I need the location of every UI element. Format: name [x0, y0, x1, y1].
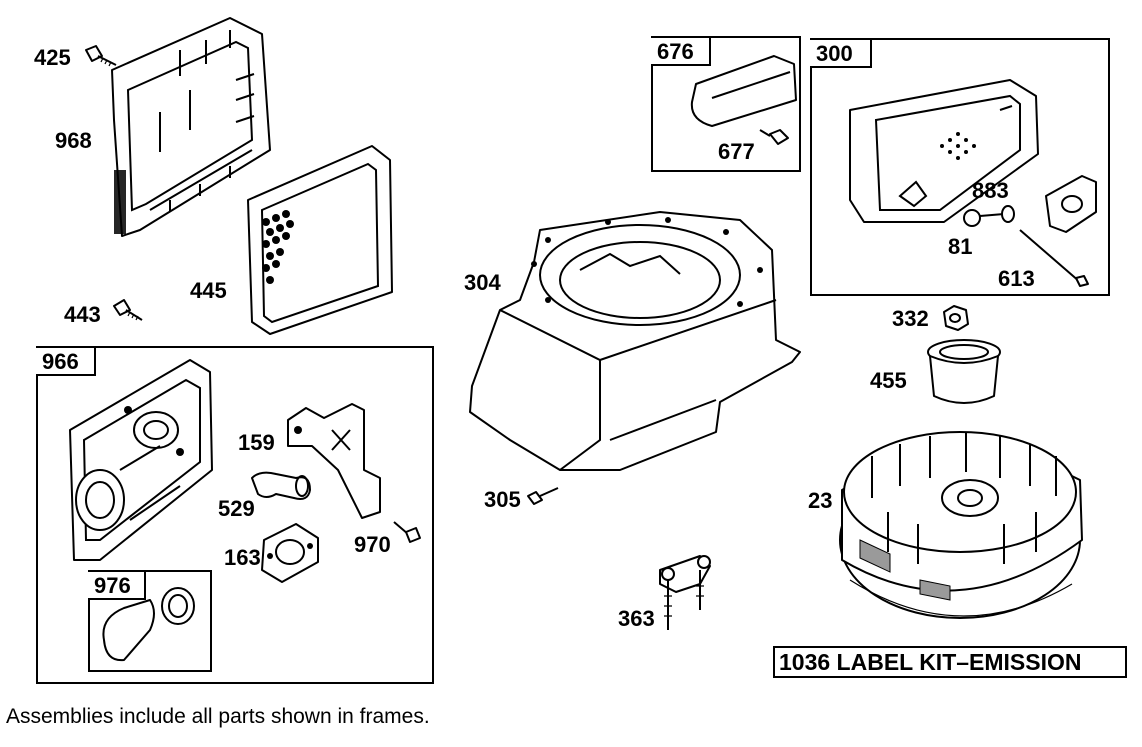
carburetor-966-drawing	[69, 359, 213, 561]
part-label-159: 159	[238, 430, 275, 455]
label-kit-emission-box: 1036 LABEL KIT–EMISSION	[773, 646, 1127, 678]
part-label-970: 970	[354, 532, 391, 557]
footnote: Assemblies include all parts shown in fr…	[6, 705, 430, 728]
air-cleaner-base-968-drawing	[111, 17, 271, 237]
nut-332-drawing	[943, 305, 969, 331]
frame-976	[88, 570, 212, 672]
screw-970-drawing	[393, 521, 421, 543]
frame-tag-300: 300	[810, 40, 872, 68]
part-label-677: 677	[718, 139, 755, 164]
flywheel-23-drawing	[839, 431, 1083, 619]
frame-966	[36, 346, 434, 684]
part-label-425: 425	[34, 45, 71, 70]
gasket-163-drawing	[261, 523, 319, 583]
part-label-163: 163	[224, 545, 261, 570]
part-label-968: 968	[55, 128, 92, 153]
cover-676-drawing	[690, 55, 797, 127]
stud-613-drawing	[1019, 229, 1089, 287]
frame-tag-976: 976	[88, 572, 146, 600]
washer-81-drawing	[963, 205, 1015, 227]
air-filter-445-drawing	[247, 145, 393, 335]
primer-bulb-976-drawing	[102, 587, 195, 662]
part-label-445: 445	[190, 278, 227, 303]
frame-tag-966: 966	[36, 348, 96, 376]
muffler-300-drawing	[849, 79, 1039, 223]
frame-tag-676: 676	[651, 38, 711, 66]
screw-425-drawing	[85, 45, 117, 67]
blower-housing-304-drawing	[469, 211, 801, 471]
part-label-23: 23	[808, 488, 833, 513]
part-label-81: 81	[948, 234, 973, 259]
bracket-159-drawing	[287, 403, 381, 519]
part-label-883: 883	[972, 178, 1009, 203]
part-label-529: 529	[218, 496, 255, 521]
part-label-443: 443	[64, 302, 101, 327]
part-label-305: 305	[484, 487, 521, 512]
part-label-455: 455	[870, 368, 907, 393]
screw-305-drawing	[527, 487, 559, 505]
screw-677-drawing	[759, 129, 789, 145]
part-label-363: 363	[618, 606, 655, 631]
bracket-assembly-363-drawing	[659, 555, 711, 630]
part-label-613: 613	[998, 266, 1035, 291]
frame-300	[810, 38, 1110, 296]
frame-676	[651, 36, 801, 172]
fan-retainer-455-drawing	[927, 339, 1001, 404]
gasket-883-drawing	[1045, 175, 1097, 233]
part-label-304: 304	[464, 270, 501, 295]
part-label-332: 332	[892, 306, 929, 331]
screw-443-drawing	[113, 299, 143, 321]
elbow-529-drawing	[251, 471, 311, 500]
